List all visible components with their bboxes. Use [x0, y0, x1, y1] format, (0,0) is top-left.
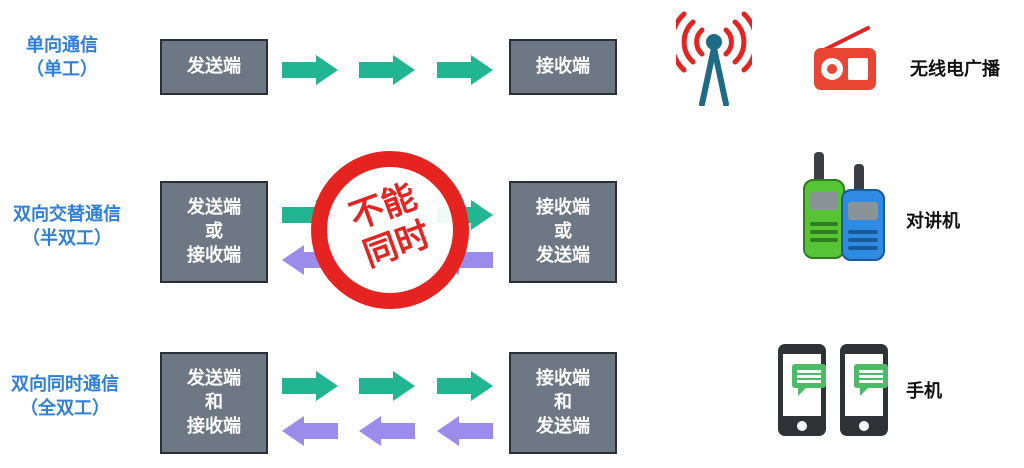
forward-arrow-icon	[437, 371, 493, 401]
radio-icon	[814, 26, 876, 90]
sender-label: 发送端	[187, 368, 241, 389]
mode-name: 双向同时通信	[11, 374, 119, 395]
receiver-label: 接收端	[536, 197, 590, 218]
backward-arrow-icon	[282, 416, 338, 446]
antenna-icon	[676, 11, 752, 106]
mode-subtitle: （全双工）	[20, 398, 110, 419]
mode-name: 双向交替通信	[13, 204, 121, 225]
mode-subtitle: （单工）	[26, 59, 98, 80]
walkie-talkie-icon	[803, 152, 885, 261]
connector-word: 或	[554, 221, 572, 242]
receiver-box: 接收端 或 发送端	[509, 181, 617, 283]
receiver-label: 接收端	[536, 56, 590, 77]
receiver-label: 接收端	[536, 368, 590, 389]
mode-name: 单向通信	[26, 35, 98, 56]
forward-arrow-icon	[282, 55, 338, 85]
sender-label: 接收端	[187, 245, 241, 266]
mode-title-full-duplex: 双向同时通信 （全双工）	[0, 373, 140, 421]
not-simultaneous-stamp: 不能 同时	[310, 150, 470, 310]
connector-word: 或	[205, 221, 223, 242]
receiver-label: 发送端	[536, 245, 590, 266]
receiver-box: 接收端	[509, 39, 617, 95]
forward-arrow-icon	[282, 371, 338, 401]
example-label-radio: 无线电广播	[910, 59, 1000, 80]
forward-arrow-icon	[359, 55, 415, 85]
mode-title-half-duplex: 双向交替通信 （半双工）	[0, 203, 142, 251]
forward-arrow-icon	[437, 55, 493, 85]
receiver-box: 接收端 和 发送端	[509, 352, 617, 454]
sender-box: 发送端 或 接收端	[160, 181, 268, 283]
example-label-phone: 手机	[906, 381, 942, 402]
forward-arrow-icon	[359, 371, 415, 401]
sender-label: 发送端	[187, 197, 241, 218]
smartphone-icon	[840, 344, 888, 436]
sender-box: 发送端	[160, 39, 268, 95]
receiver-label: 发送端	[536, 416, 590, 437]
sender-box: 发送端 和 接收端	[160, 352, 268, 454]
sender-label: 发送端	[187, 56, 241, 77]
mode-subtitle: （半双工）	[22, 228, 112, 249]
mode-title-simplex: 单向通信 （单工）	[0, 34, 137, 82]
stamp-ring-icon	[311, 151, 469, 309]
backward-arrow-icon	[437, 416, 493, 446]
connector-word: 和	[554, 392, 572, 413]
smartphone-icon	[778, 344, 826, 436]
example-label-walkie-talkie: 对讲机	[906, 211, 960, 232]
backward-arrow-icon	[359, 416, 415, 446]
sender-label: 接收端	[187, 416, 241, 437]
connector-word: 和	[205, 392, 223, 413]
